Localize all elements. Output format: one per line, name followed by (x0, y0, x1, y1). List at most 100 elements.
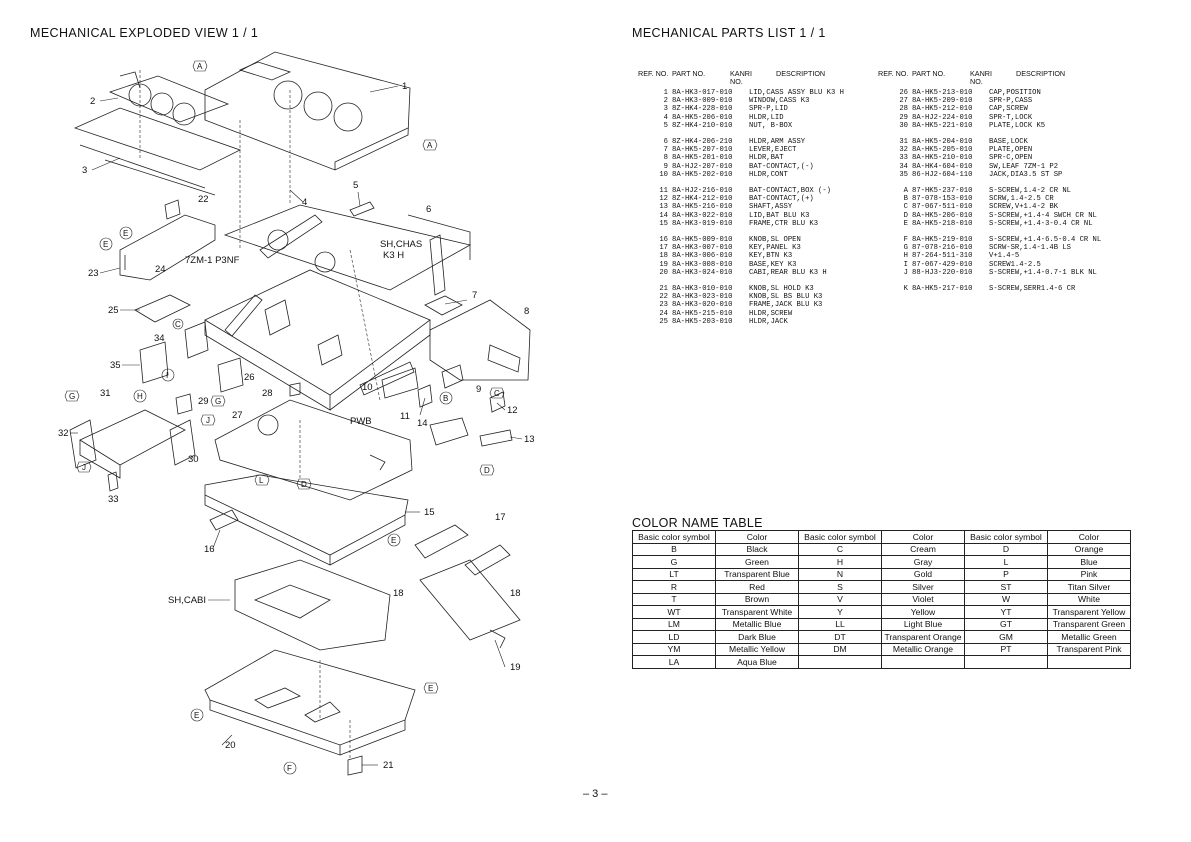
part-desc: HLDR,SCREW (749, 309, 793, 318)
color-table-cell: Metallic Blue (715, 617, 799, 631)
part-desc: KEY,PANEL K3 (749, 244, 801, 253)
part-part: 8A-HK3-023-010 (672, 293, 733, 302)
part-ref: 33 (899, 154, 908, 163)
part-desc: SPR-C,OPEN (989, 154, 1033, 163)
part-desc: SPR-T,LOCK (989, 113, 1033, 122)
color-table-cell: Yellow (881, 605, 965, 619)
callout: 2 (90, 96, 95, 107)
part-desc: LID,BAT BLU K3 (749, 211, 810, 220)
part-part: 8Z-HK4-228-010 (672, 105, 733, 114)
color-table-cell: W (964, 592, 1048, 606)
color-table-cell: P (964, 567, 1048, 581)
part-desc: LEVER,EJECT (749, 146, 797, 155)
color-table-cell: DM (798, 642, 882, 656)
color-table-cell: N (798, 567, 882, 581)
part-part: 8A-HK5-205-010 (912, 146, 973, 155)
callout: 25 (108, 305, 119, 316)
color-table-cell: V (798, 592, 882, 606)
callout: 21 (383, 760, 394, 771)
part-desc: KNOB,SL OPEN (749, 236, 801, 245)
part-ref: 13 (659, 203, 668, 212)
part-desc: KEY,BTN K3 (749, 252, 793, 261)
part-part: 8Z-HK4-206-210 (672, 138, 733, 147)
part-ref: 2 (663, 97, 668, 106)
callout: 1 (402, 81, 407, 92)
letter-marker: H (137, 392, 143, 401)
part-ref: 28 (899, 105, 908, 114)
callout: 22 (198, 194, 209, 205)
callout: 7 (472, 290, 477, 301)
callout: 8 (524, 306, 529, 317)
part-desc: SPR-P,CASS (989, 97, 1033, 106)
part-ref: 23 (659, 301, 668, 310)
part-desc: FRAME,CTR BLU K3 (749, 219, 819, 228)
color-table-cell: Y (798, 605, 882, 619)
part-desc: CAP,SCREW (989, 105, 1028, 114)
part-desc: BASE,KEY K3 (749, 260, 797, 269)
part-ref: 18 (659, 252, 668, 261)
color-table-cell (798, 655, 882, 669)
callout: 24 (155, 264, 166, 275)
color-table-cell: LT (632, 567, 716, 581)
part-ref: 21 (659, 285, 668, 294)
part-ref: 9 (663, 162, 668, 171)
page-number: – 3 – (583, 788, 608, 800)
letter-marker: D (301, 480, 307, 489)
part-ref: 19 (659, 260, 668, 269)
letter-marker: J (82, 463, 86, 472)
part-ref: C (903, 203, 908, 212)
letter-marker: E (194, 711, 199, 720)
callout: 28 (262, 388, 273, 399)
callout: 15 (424, 507, 435, 518)
part-desc: KNOB,SL HOLD K3 (749, 285, 814, 294)
color-table-cell: Gold (881, 567, 965, 581)
color-table-cell: Metallic Green (1047, 630, 1131, 644)
part-part: 8A-HK3-009-010 (672, 97, 733, 106)
part-ref: 20 (659, 268, 668, 277)
color-table-cell: B (632, 542, 716, 556)
letter-marker: E (428, 684, 433, 693)
color-table-header: Color (1047, 530, 1131, 544)
callout: 33 (108, 494, 119, 505)
part-ref: B (903, 195, 908, 204)
part-desc: CAP,POSITION (989, 89, 1041, 97)
part-part: 8A-HK3-010-010 (672, 285, 733, 294)
part-ref: I (903, 260, 908, 269)
part-ref: 25 (659, 317, 668, 326)
callout: 30 (188, 454, 199, 465)
color-table-cell: Brown (715, 592, 799, 606)
part-part: 8A-HK4-604-010 (912, 162, 973, 171)
part-desc: S-SCREW,+1.4-4 SWCH CR NL (989, 211, 1097, 220)
callout: 17 (495, 512, 506, 523)
part-part: 8A-HK3-019-010 (672, 219, 733, 228)
part-part: 8A-HK5-009-010 (672, 236, 733, 245)
part-desc: LID,CASS ASSY BLU K3 H (749, 89, 844, 97)
part-ref: 7 (663, 146, 668, 155)
part-part: 8A-HK3-008-010 (672, 260, 733, 269)
part-ref: 22 (659, 293, 668, 302)
part-part: 87-067-429-010 (912, 260, 973, 269)
part-part: 8A-HK5-209-010 (912, 97, 973, 106)
color-table-cell: G (632, 555, 716, 569)
part-ref: 32 (899, 146, 908, 155)
part-desc: BAT-CONTACT,BOX (-) (749, 187, 831, 196)
color-table-cell: S (798, 580, 882, 594)
part-desc: S-SCREW,+1.4-3-0.4 CR NL (989, 219, 1093, 228)
part-part: 87-078-216-010 (912, 244, 973, 253)
